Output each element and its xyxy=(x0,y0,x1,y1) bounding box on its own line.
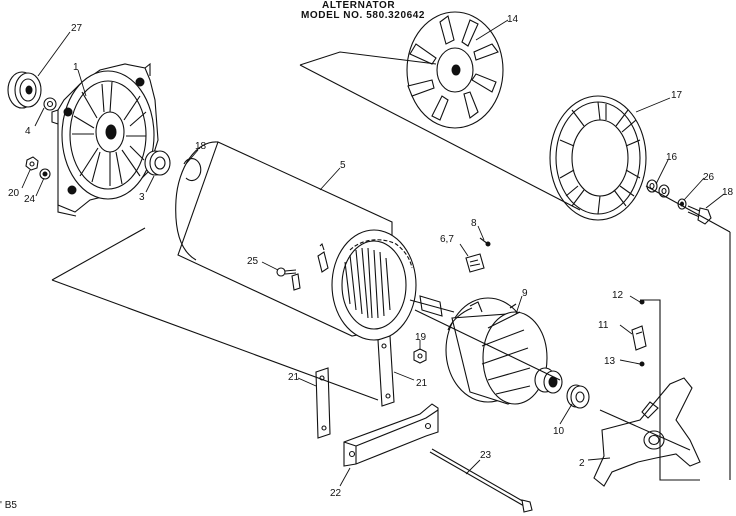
label-part-18-left: 18 xyxy=(195,141,207,152)
label-part-4: 4 xyxy=(25,126,31,137)
fan-guard-part-17 xyxy=(549,95,647,221)
label-part-1: 1 xyxy=(73,62,79,73)
end-bell-part-1 xyxy=(51,62,159,217)
fan-part-14 xyxy=(406,11,504,129)
label-part-27: 27 xyxy=(71,23,83,34)
rotor-part-9 xyxy=(409,295,563,405)
label-part-13: 13 xyxy=(604,356,616,367)
label-part-10: 10 xyxy=(553,426,565,437)
screw-part-13 xyxy=(639,361,645,367)
callout-leaders xyxy=(21,19,725,487)
label-part-3: 3 xyxy=(139,192,145,203)
label-part-21-right: 21 xyxy=(416,378,428,389)
label-part-20: 20 xyxy=(8,188,20,199)
stator-housing-part-5 xyxy=(175,141,417,341)
mounting-base-part-22 xyxy=(343,403,439,467)
nut-part-20 xyxy=(25,156,39,171)
label-part-8: 8 xyxy=(471,218,477,229)
brush-holder-part-6-7 xyxy=(465,253,485,273)
label-part-9: 9 xyxy=(522,288,528,299)
label-part-19: 19 xyxy=(415,332,427,343)
diagram-title-line1: ALTERNATOR xyxy=(322,0,396,11)
bearing-part-3 xyxy=(144,150,171,176)
label-part-6-7: 6,7 xyxy=(440,234,454,245)
rear-bracket-part-2 xyxy=(593,377,701,487)
label-part-12: 12 xyxy=(612,290,624,301)
screw-part-12 xyxy=(639,299,645,305)
brush-assembly-part-11 xyxy=(631,325,647,351)
label-part-11: 11 xyxy=(598,320,609,331)
callout-labels: 27 1 4 20 24 3 18 5 14 17 16 26 18 8 6,7… xyxy=(8,14,734,499)
corner-code: ' B5 xyxy=(0,500,17,511)
label-part-24: 24 xyxy=(24,194,36,205)
strap-part-21-left xyxy=(315,367,331,439)
label-part-5: 5 xyxy=(340,160,346,171)
label-part-22: 22 xyxy=(330,488,342,499)
assembly-guide-lines xyxy=(51,51,731,481)
through-bolt-part-23 xyxy=(429,448,533,513)
pulley-part-27 xyxy=(7,71,42,109)
nut-part-19 xyxy=(413,348,427,364)
label-part-25: 25 xyxy=(247,256,259,267)
diagram-title-line2: MODEL NO. 580.320642 xyxy=(301,10,426,21)
label-part-23: 23 xyxy=(480,450,492,461)
screw-part-25 xyxy=(276,267,297,277)
label-part-14: 14 xyxy=(507,14,519,25)
washer-part-24 xyxy=(39,168,51,180)
label-part-26: 26 xyxy=(703,172,715,183)
bearing-part-10 xyxy=(566,384,590,409)
label-part-17: 17 xyxy=(671,90,683,101)
label-part-18-right: 18 xyxy=(722,187,734,198)
washer-part-4 xyxy=(43,97,57,111)
screw-part-8 xyxy=(479,237,491,247)
label-part-16: 16 xyxy=(666,152,678,163)
label-part-2: 2 xyxy=(579,458,585,469)
label-part-21-left: 21 xyxy=(288,372,300,383)
strap-part-21-right xyxy=(377,335,395,407)
